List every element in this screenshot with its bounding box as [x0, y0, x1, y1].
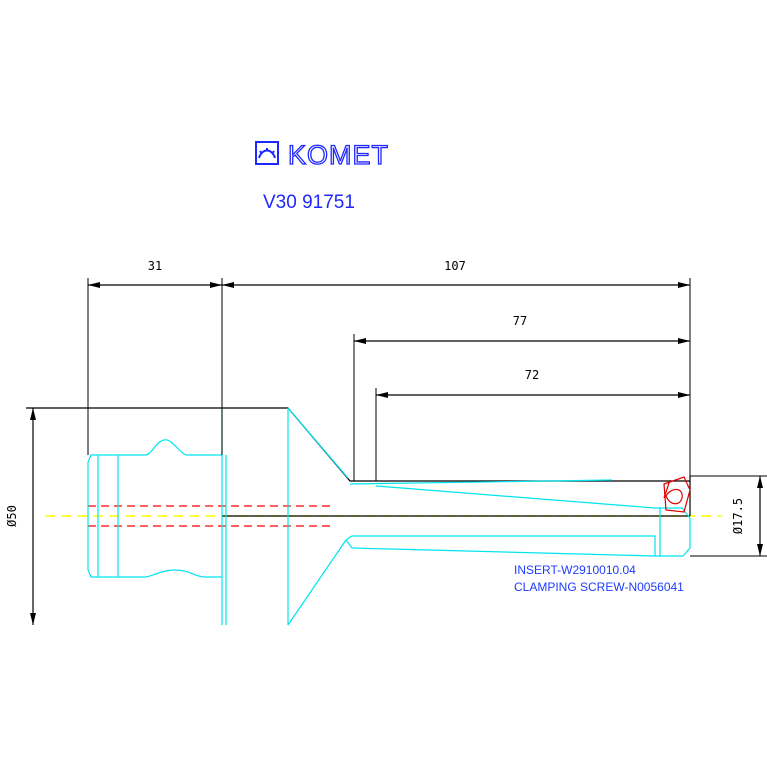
insert-note: INSERT-W2910010.04 [514, 563, 636, 577]
dim-31-label: 31 [148, 259, 162, 273]
dim-107-label: 107 [444, 259, 466, 273]
insert [663, 476, 691, 513]
dim-77-label: 77 [513, 314, 527, 328]
tool-body [87, 407, 691, 626]
clamping-screw-note: CLAMPING SCREW-N0056041 [514, 580, 684, 594]
dim-dia17-5-label: Ø17.5 [731, 498, 745, 534]
komet-logo-icon [255, 141, 279, 165]
brand-name: KOMET [288, 140, 389, 170]
hidden-lines [88, 505, 330, 527]
tool-outline [26, 407, 691, 517]
komet-logo: KOMET [255, 139, 389, 171]
dim-dia50-label: Ø50 [5, 505, 19, 527]
dimension-lines [30, 282, 763, 625]
extension-lines [87, 278, 767, 557]
dim-72-label: 72 [525, 368, 539, 382]
part-number: V30 91751 [263, 192, 355, 213]
